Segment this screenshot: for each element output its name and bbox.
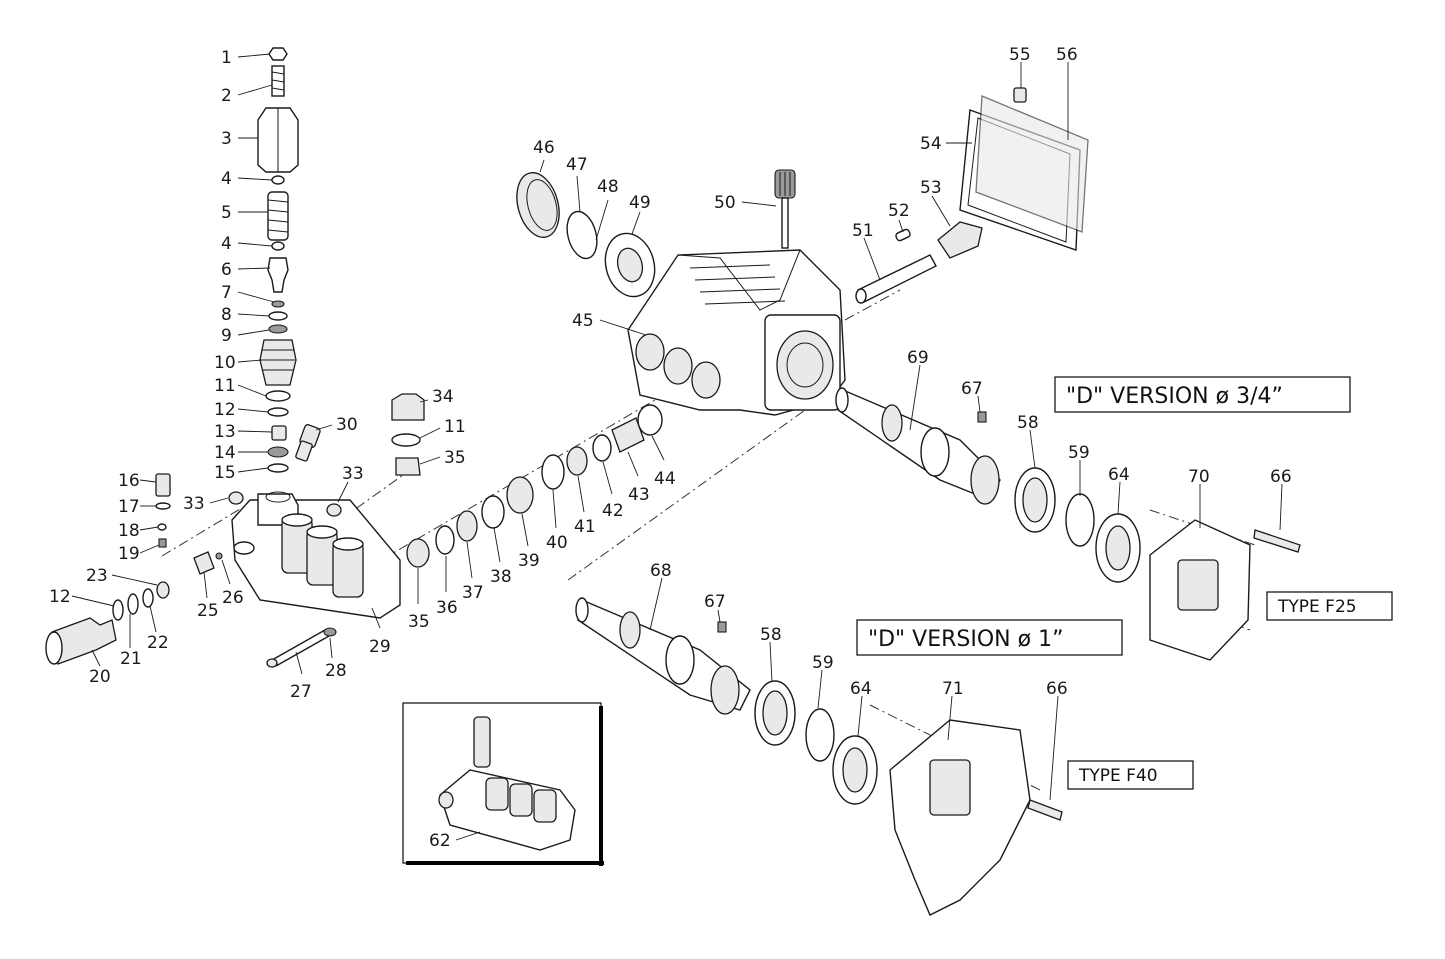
label-25: 25 <box>197 601 219 621</box>
label-68: 68 <box>650 561 672 581</box>
label-40: 40 <box>546 533 568 553</box>
label-43: 43 <box>628 485 650 505</box>
label-12b: 12 <box>49 587 71 607</box>
label-66b: 66 <box>1046 679 1068 699</box>
version-3-4-text: "D" VERSION ø 3/4” <box>1066 384 1283 409</box>
label-18: 18 <box>118 521 140 541</box>
label-59b: 59 <box>812 653 834 673</box>
label-11b: 11 <box>444 417 466 437</box>
oil-dipstick <box>774 169 796 249</box>
version-1-text: "D" VERSION ø 1” <box>868 627 1063 652</box>
label-45: 45 <box>572 311 594 331</box>
label-9: 9 <box>221 326 232 346</box>
label-39: 39 <box>518 551 540 571</box>
rear-cover-group <box>855 87 1089 304</box>
version-caption-1: "D" VERSION ø 1” <box>856 619 1123 656</box>
label-37: 37 <box>462 583 484 603</box>
label-55: 55 <box>1009 45 1031 65</box>
label-14: 14 <box>214 443 236 463</box>
label-13: 13 <box>214 422 236 442</box>
label-1: 1 <box>221 48 232 68</box>
label-4b: 4 <box>221 234 232 254</box>
label-38: 38 <box>490 567 512 587</box>
plug-assembly <box>391 393 425 476</box>
label-34: 34 <box>432 387 454 407</box>
label-47: 47 <box>566 155 588 175</box>
label-30: 30 <box>336 415 358 435</box>
label-69: 69 <box>907 348 929 368</box>
label-53: 53 <box>920 178 942 198</box>
label-33a: 33 <box>183 494 205 514</box>
label-21: 21 <box>120 649 142 669</box>
label-20: 20 <box>89 667 111 687</box>
plunger-seal-chain <box>406 404 663 568</box>
version-caption-3-4: "D" VERSION ø 3/4” <box>1054 376 1351 413</box>
label-16: 16 <box>118 471 140 491</box>
label-67b: 67 <box>704 592 726 612</box>
label-71: 71 <box>942 679 964 699</box>
label-26: 26 <box>222 588 244 608</box>
label-33b: 33 <box>342 464 364 484</box>
label-10: 10 <box>214 353 236 373</box>
label-41: 41 <box>574 517 596 537</box>
label-46: 46 <box>533 138 555 158</box>
label-27: 27 <box>290 682 312 702</box>
crank-bearing-group <box>516 172 656 298</box>
label-42: 42 <box>602 501 624 521</box>
label-15: 15 <box>214 463 236 483</box>
label-8: 8 <box>221 305 232 325</box>
label-64b: 64 <box>850 679 872 699</box>
crankshaft-1 <box>575 597 878 805</box>
callout-labels: 1 2 3 4 5 4 6 7 8 9 10 11 12 13 14 15 16… <box>49 45 1292 851</box>
crankcase <box>627 249 846 416</box>
pump-manifold <box>45 424 401 668</box>
type-f25-caption: TYPE F25 <box>1266 591 1393 621</box>
label-2: 2 <box>221 86 232 106</box>
label-29: 29 <box>369 637 391 657</box>
label-6: 6 <box>221 260 232 280</box>
label-56: 56 <box>1056 45 1078 65</box>
label-23: 23 <box>86 566 108 586</box>
label-7: 7 <box>221 283 232 303</box>
label-4: 4 <box>221 169 232 189</box>
label-58a: 58 <box>1017 413 1039 433</box>
label-66a: 66 <box>1270 467 1292 487</box>
label-48: 48 <box>597 177 619 197</box>
label-35a: 35 <box>444 448 466 468</box>
label-28: 28 <box>325 661 347 681</box>
label-22: 22 <box>147 633 169 653</box>
label-35b: 35 <box>408 612 430 632</box>
label-51: 51 <box>852 221 874 241</box>
crankshaft-3-4 <box>835 387 1141 583</box>
label-62: 62 <box>429 831 451 851</box>
label-19: 19 <box>118 544 140 564</box>
label-54: 54 <box>920 134 942 154</box>
label-5: 5 <box>221 203 232 223</box>
label-52: 52 <box>888 201 910 221</box>
flange-type-f40 <box>889 719 1063 916</box>
label-12: 12 <box>214 400 236 420</box>
label-59a: 59 <box>1068 443 1090 463</box>
label-67a: 67 <box>961 379 983 399</box>
label-44: 44 <box>654 469 676 489</box>
label-17: 17 <box>118 497 140 517</box>
inset-assembled-head <box>402 702 604 866</box>
flange-type-f25 <box>1149 519 1301 661</box>
label-49: 49 <box>629 193 651 213</box>
type-f25-text: TYPE F25 <box>1277 597 1357 617</box>
label-64a: 64 <box>1108 465 1130 485</box>
label-70: 70 <box>1188 467 1210 487</box>
label-50: 50 <box>714 193 736 213</box>
type-f40-text: TYPE F40 <box>1078 766 1158 786</box>
label-36: 36 <box>436 598 458 618</box>
unloader-valve-stack <box>257 47 299 473</box>
type-f40-caption: TYPE F40 <box>1067 760 1194 790</box>
label-58b: 58 <box>760 625 782 645</box>
label-3: 3 <box>221 129 232 149</box>
label-11: 11 <box>214 376 236 396</box>
